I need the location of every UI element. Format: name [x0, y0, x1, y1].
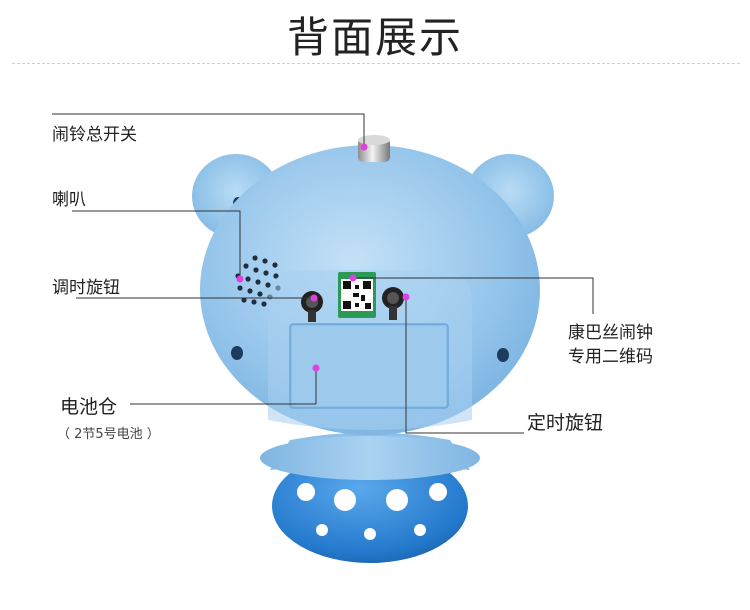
qr-code	[338, 272, 376, 318]
label-battery: 电池仓	[60, 396, 118, 418]
timer-knob	[382, 287, 404, 320]
pointer-markers	[236, 143, 410, 372]
label-timer-knob: 定时旋钮	[527, 412, 604, 434]
leader-lines	[52, 113, 594, 434]
label-speaker: 喇叭	[52, 190, 86, 210]
page-title: 背面展示	[286, 13, 463, 62]
label-battery-note: （ 2节5号电池 ）	[57, 427, 160, 442]
label-time-knob: 调时旋钮	[52, 278, 120, 298]
alarm-switch-knob	[358, 135, 390, 162]
label-qr-line1: 康巴丝闹钟	[568, 323, 653, 343]
label-alarm-switch: 闹铃总开关	[52, 125, 137, 145]
label-qr-line2: 专用二维码	[568, 347, 653, 367]
battery-cover	[289, 323, 449, 409]
title-divider	[12, 63, 740, 64]
